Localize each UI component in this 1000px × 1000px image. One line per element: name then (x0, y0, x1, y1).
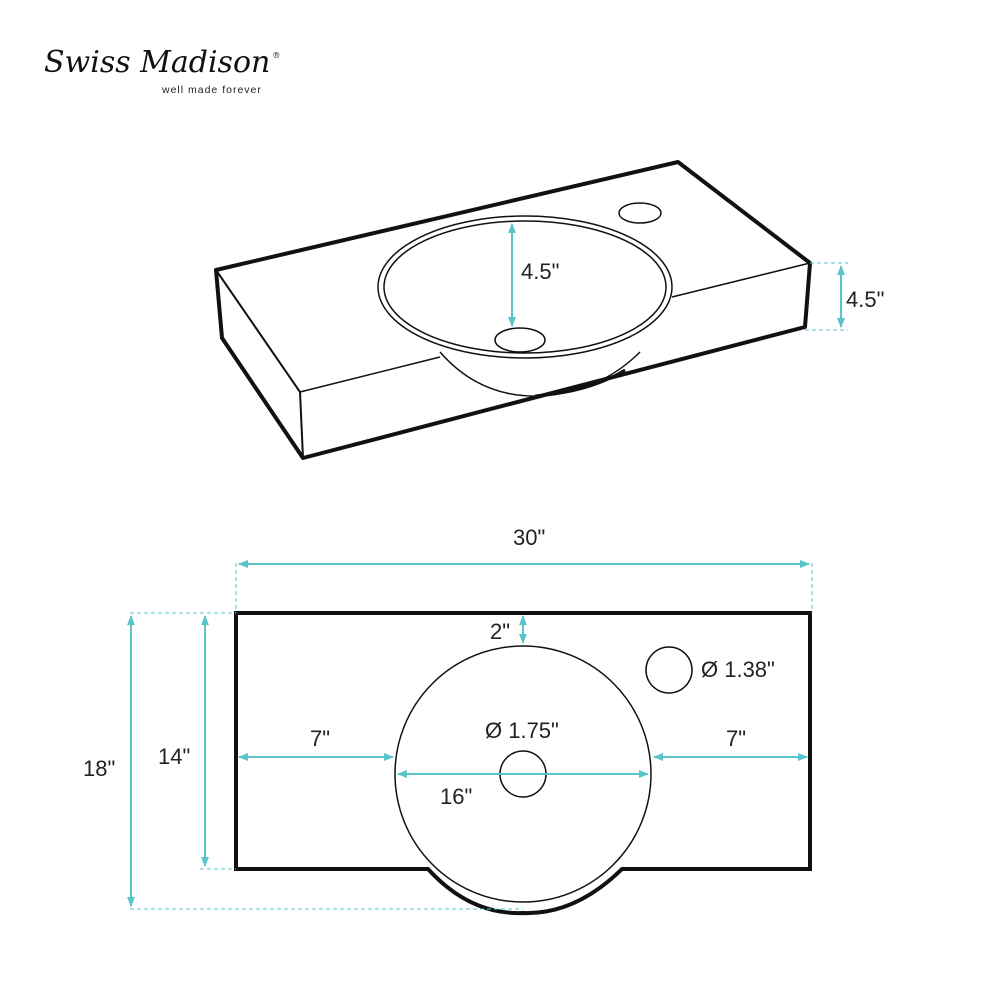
brand-logo: Swiss Madison® well made forever (44, 45, 280, 96)
front-edge (215, 269, 304, 459)
bowl-underside-shadow (534, 368, 626, 398)
bowl-depth-label: 4.5" (521, 259, 559, 284)
isometric-view: 4.5" 4.5" (214, 160, 884, 460)
drain-diameter-label: Ø 1.75" (485, 718, 559, 743)
total-depth-label: 18" (83, 756, 115, 781)
bowl-offset-label: 2" (490, 619, 510, 644)
bowl-underside (439, 351, 641, 397)
top-front-edge (299, 262, 811, 393)
faucet-hole-diameter-label: Ø 1.38" (701, 657, 775, 682)
sink-top-outline (234, 611, 812, 916)
bowl-circle (394, 645, 652, 903)
bowl-rim-inner (383, 220, 667, 354)
width-label: 30" (513, 525, 545, 550)
sink-outline (214, 160, 812, 460)
brand-logo-text: Swiss Madison® (44, 45, 280, 80)
bowl-diameter-label: 16" (440, 784, 472, 809)
bowl-rim-outer (377, 215, 673, 359)
height-label: 4.5" (846, 287, 884, 312)
left-margin-label: 7" (310, 726, 330, 751)
brand-name: Swiss Madison (44, 45, 270, 80)
faucet-hole (618, 202, 662, 224)
right-margin-label: 7" (726, 726, 746, 751)
drain-hole (494, 327, 546, 353)
body-depth-label: 14" (158, 744, 190, 769)
registered-mark: ® (272, 51, 280, 60)
brand-tagline: well made forever (161, 84, 262, 96)
faucet-hole-circle (645, 646, 693, 694)
top-view: 30" 18" 14" 2" 7" 7" 16" Ø 1.75" Ø 1.38" (83, 525, 813, 916)
